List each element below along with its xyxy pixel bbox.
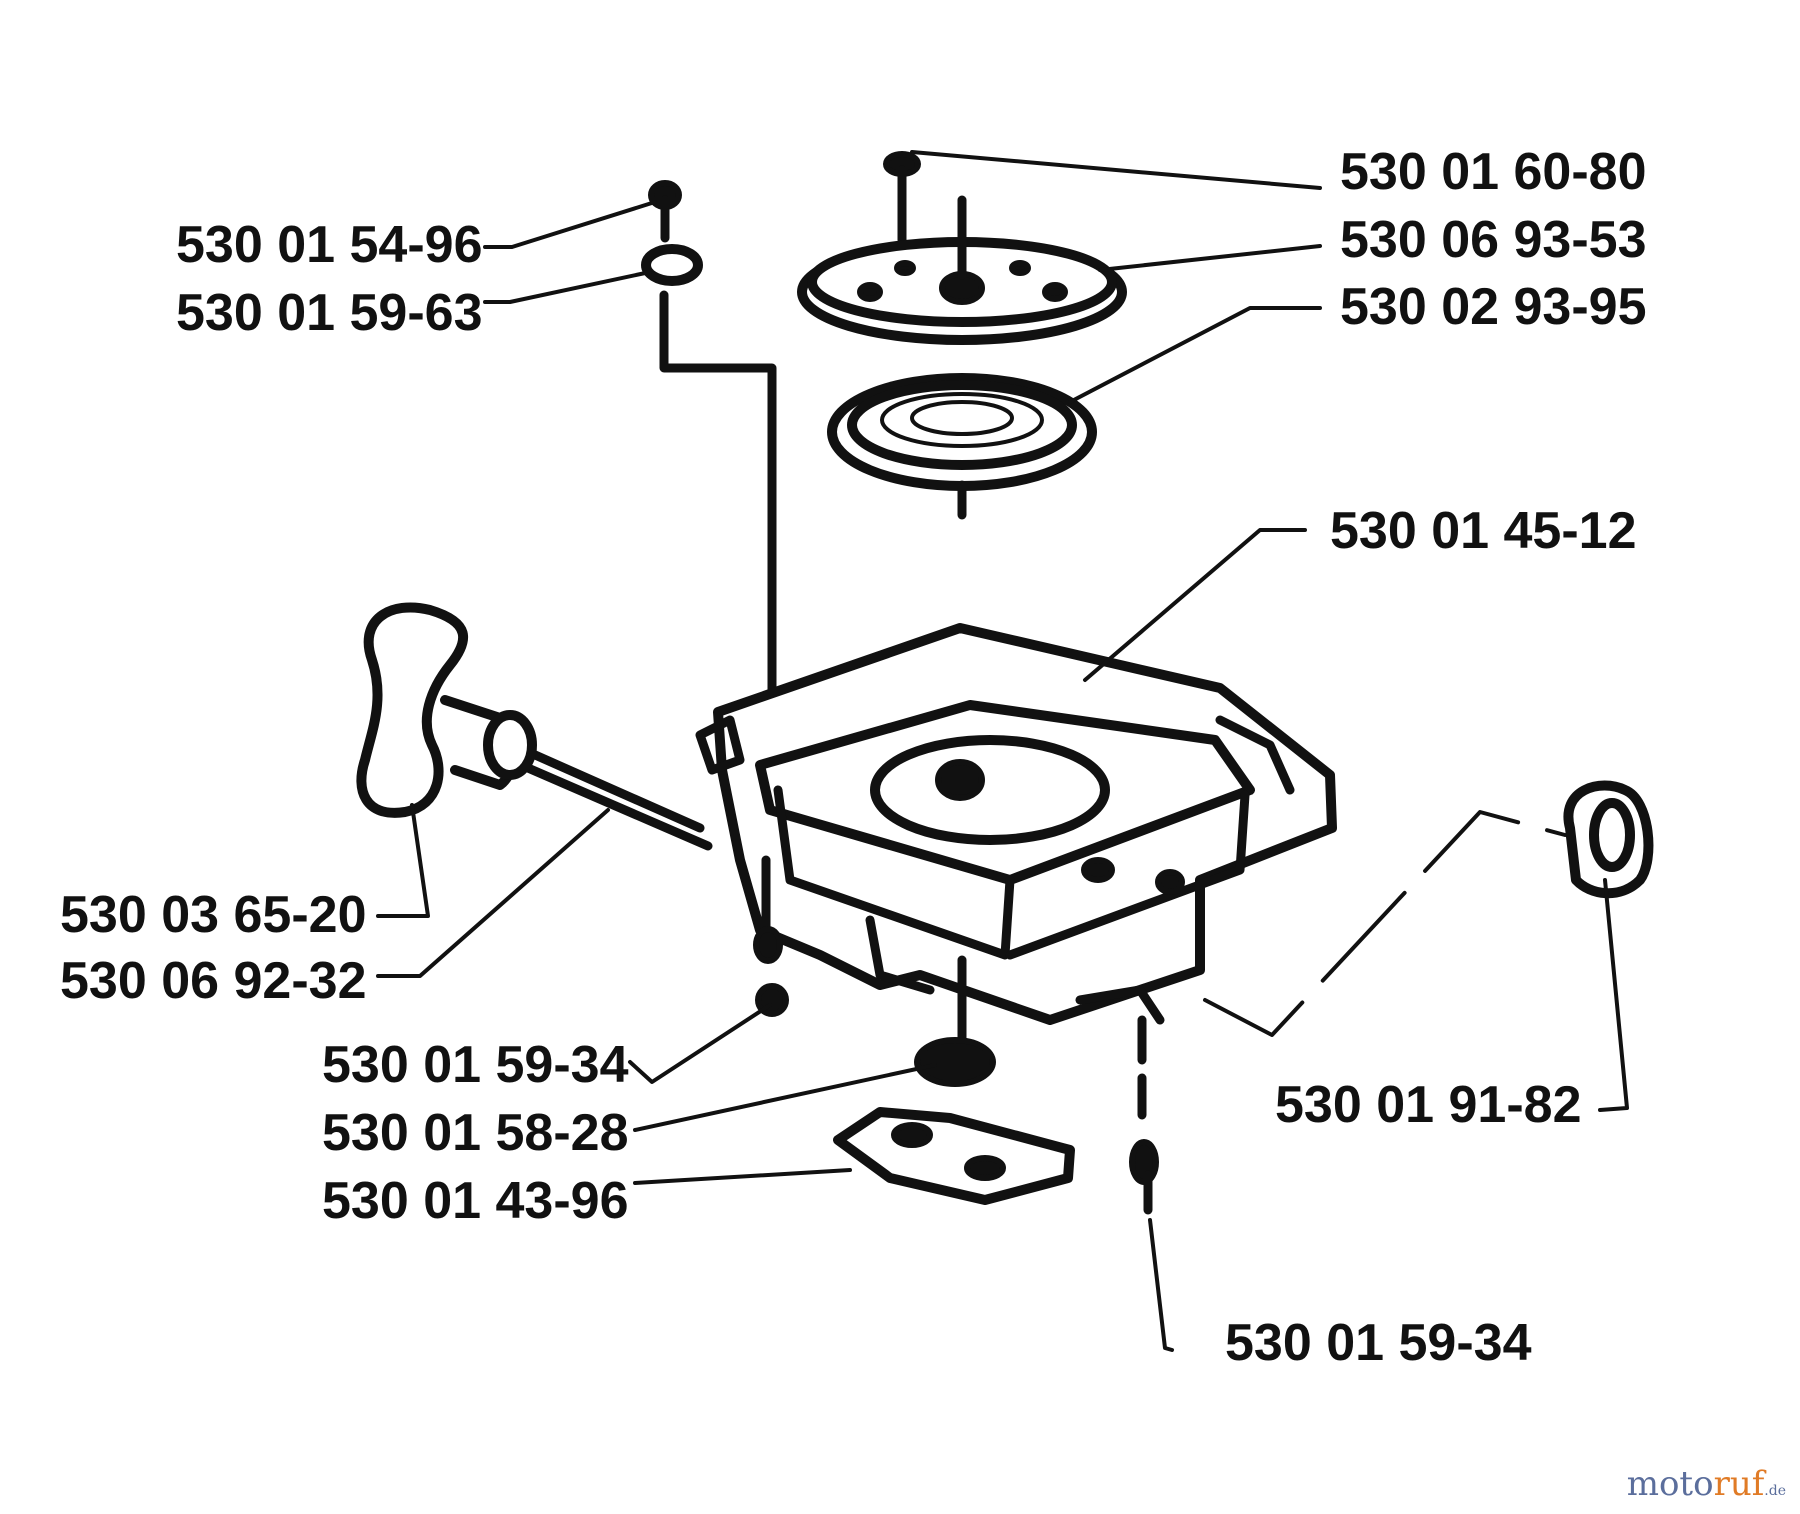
part-label-530-02-93-95: 530 02 93-95 [1340,278,1647,336]
screw-and-washer [641,180,703,286]
assembly-line-right [1203,810,1567,1037]
bottom-right-screw [1129,1015,1159,1215]
part-label-530-01-54-96: 530 01 54-96 [176,216,483,274]
part-label-530-06-93-53: 530 06 93-53 [1340,211,1647,269]
pulley [797,195,1127,345]
watermark-part-1: moto [1626,1464,1714,1504]
bottom-left-screw [753,855,789,1017]
part-label-530-01-59-63: 530 01 59-63 [176,284,483,342]
starter-housing [695,623,1337,1025]
watermark-logo: motoruf.de [1627,1464,1786,1504]
leader-lines [376,150,1629,1352]
cup-bushing [1563,780,1654,899]
pawl-plate [833,1107,1075,1205]
part-label-530-01-59-34-left: 530 01 59-34 [322,1036,629,1094]
watermark-part-3: .de [1764,1483,1786,1499]
bottom-washer [914,955,996,1087]
part-label-530-01-60-80: 530 01 60-80 [1340,143,1647,201]
part-label-530-01-59-34-bottom: 530 01 59-34 [1225,1314,1532,1372]
rewind-spring [827,373,1097,520]
part-label-530-06-92-32: 530 06 92-32 [60,952,367,1010]
part-label-530-01-58-28: 530 01 58-28 [322,1104,629,1162]
watermark-part-2: ruf [1713,1464,1765,1504]
part-label-530-03-65-20: 530 03 65-20 [60,886,367,944]
top-screw [883,151,921,245]
part-label-530-01-43-96: 530 01 43-96 [322,1172,629,1230]
starter-handle [356,602,713,851]
part-label-530-01-45-12: 530 01 45-12 [1330,502,1637,560]
part-label-530-01-91-82: 530 01 91-82 [1275,1076,1582,1134]
